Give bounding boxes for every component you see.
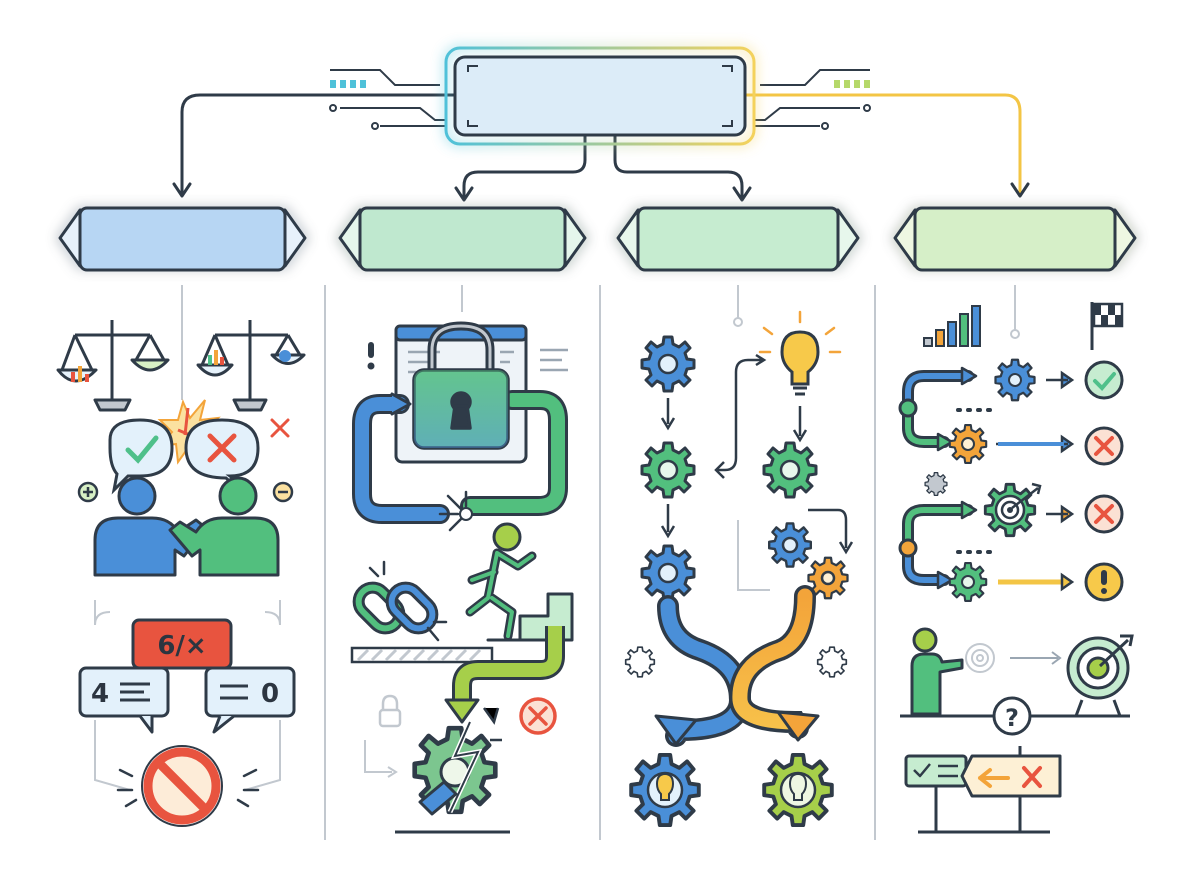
- small-lock-icon: [378, 694, 402, 728]
- broken-chain-icon: [352, 560, 448, 642]
- arrow-right-icon: [1046, 504, 1075, 524]
- category-node-3[interactable]: [616, 206, 860, 272]
- target-icon: [1066, 634, 1134, 717]
- arrow-right-icon: [1060, 572, 1075, 592]
- branching-flow-bottom: [898, 500, 978, 590]
- minus-icon: [272, 481, 294, 503]
- question-icon: ?: [992, 696, 1032, 736]
- bracket-connector: [94, 600, 281, 626]
- category-node-2-box: [358, 206, 567, 272]
- root-node[interactable]: [444, 46, 756, 146]
- column-4-illustration: ?: [898, 302, 1134, 834]
- flow-arrow-icon: [714, 461, 725, 479]
- column-3-illustration: [624, 310, 854, 828]
- gear-icon: [768, 522, 812, 568]
- bubble-four-text: 4: [91, 679, 109, 709]
- broken-gear-icon: [415, 707, 502, 816]
- flow-connector: [364, 740, 392, 773]
- gear-icon: [948, 424, 988, 464]
- flow-connector-arrow: [387, 766, 398, 778]
- flow-arrow-icon: [792, 406, 808, 443]
- progress-bar-track: [350, 646, 494, 664]
- flow-arrow-icon: [808, 508, 854, 555]
- gear-icon: [807, 556, 849, 600]
- category-node-1-box: [78, 206, 287, 272]
- column-2-illustration: [350, 321, 574, 834]
- circuit-decoration-right: [755, 69, 871, 130]
- arrow-right-icon: [1010, 651, 1062, 665]
- bracket-connector: [94, 720, 281, 791]
- flow-connector: [737, 520, 770, 591]
- curved-arrow-icon: [444, 626, 565, 724]
- column-1-illustration: 6/× 4 0: [56, 320, 306, 827]
- checkered-flag-icon: [1090, 302, 1124, 350]
- root-connectors: [172, 93, 1030, 202]
- cross-speech-bubble-icon: [184, 418, 260, 497]
- gear-icon: [994, 358, 1036, 402]
- arrow-right-icon: [1046, 370, 1075, 390]
- column-dividers: [181, 285, 1020, 840]
- balance-scale-icon: [56, 320, 170, 412]
- lightbulb-icon: [758, 310, 842, 396]
- circuit-decoration-left: [329, 69, 445, 130]
- branching-flow-top: [898, 366, 978, 452]
- cycle-arrow-icon: [352, 390, 568, 524]
- small-gear-icon: [624, 646, 656, 678]
- category-node-4-box: [913, 206, 1117, 272]
- category-node-3-box: [636, 206, 840, 272]
- gear-icon: [640, 544, 696, 602]
- plus-icon: [77, 481, 99, 503]
- signpost-icon: [904, 746, 1062, 832]
- two-people-conflict-icon: [93, 476, 280, 577]
- text-lines-icon: [540, 348, 568, 372]
- cross-circle-icon: [1084, 426, 1124, 466]
- emphasis-marks: [116, 768, 260, 808]
- warning-circle-icon: [1084, 562, 1124, 602]
- padlock-icon: [412, 321, 510, 450]
- small-gear-icon: [816, 646, 848, 678]
- bubble-zero-text: 0: [261, 679, 279, 709]
- prohibited-icon: [141, 745, 223, 827]
- gear-icon: [948, 562, 988, 602]
- check-circle-icon: [1084, 360, 1124, 400]
- bar-chart-icon: [923, 305, 981, 347]
- gear-icon: [640, 441, 696, 499]
- check-speech-bubble-icon: [108, 418, 174, 495]
- flow-arrow-icon: [716, 353, 767, 472]
- category-node-1[interactable]: [58, 206, 307, 272]
- bubble-four: 4: [78, 666, 170, 734]
- bubble-zero: 0: [204, 666, 296, 734]
- lightbulb-gear-icon: [762, 752, 834, 828]
- bubble-six-x-text: 6/×: [157, 631, 206, 661]
- svg-text:?: ?: [1005, 704, 1019, 732]
- gear-icon: [640, 335, 696, 393]
- target-outline-icon: [965, 643, 995, 673]
- small-gear-icon: [924, 472, 948, 496]
- exclamation-icon: [367, 342, 375, 370]
- person-pointing-icon: [910, 627, 964, 716]
- cross-icon: [270, 418, 290, 438]
- lightbulb-gear-icon: [629, 752, 701, 828]
- gear-icon: [762, 441, 818, 499]
- cross-circle-icon: [1084, 494, 1124, 534]
- flow-arrow-icon: [660, 504, 676, 539]
- flow-arrow-icon: [660, 398, 676, 431]
- target-icon: [983, 482, 1042, 538]
- balance-scale-icon: [196, 320, 306, 412]
- cancel-icon: [519, 697, 557, 735]
- category-node-2[interactable]: [338, 206, 587, 272]
- climbing-person-icon: [465, 522, 537, 641]
- spark-icon: [438, 490, 473, 532]
- category-node-4[interactable]: [893, 206, 1137, 272]
- crossing-flow-arrows: [654, 585, 820, 747]
